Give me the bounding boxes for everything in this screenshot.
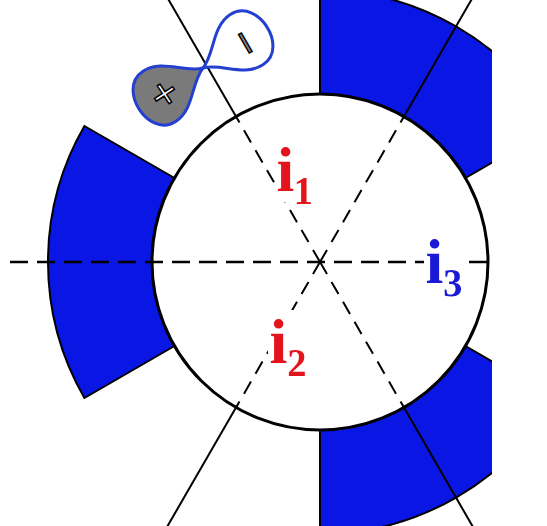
axis-line [236, 117, 320, 262]
axis-line [320, 262, 404, 407]
axis-line [404, 0, 485, 117]
axis-line [404, 407, 485, 526]
axis-line [155, 407, 236, 526]
axis-line [10, 261, 492, 264]
current-label: i₂ [268, 310, 309, 374]
axis-line [320, 117, 404, 262]
current-label: i₃ [424, 230, 465, 294]
orbital-lobe [187, 1, 283, 93]
coil-figure [10, 0, 492, 526]
orbital-symbol [123, 1, 283, 134]
current-label: i₁ [275, 138, 316, 202]
orbital-lobe [123, 43, 219, 135]
axis-line [236, 262, 320, 407]
